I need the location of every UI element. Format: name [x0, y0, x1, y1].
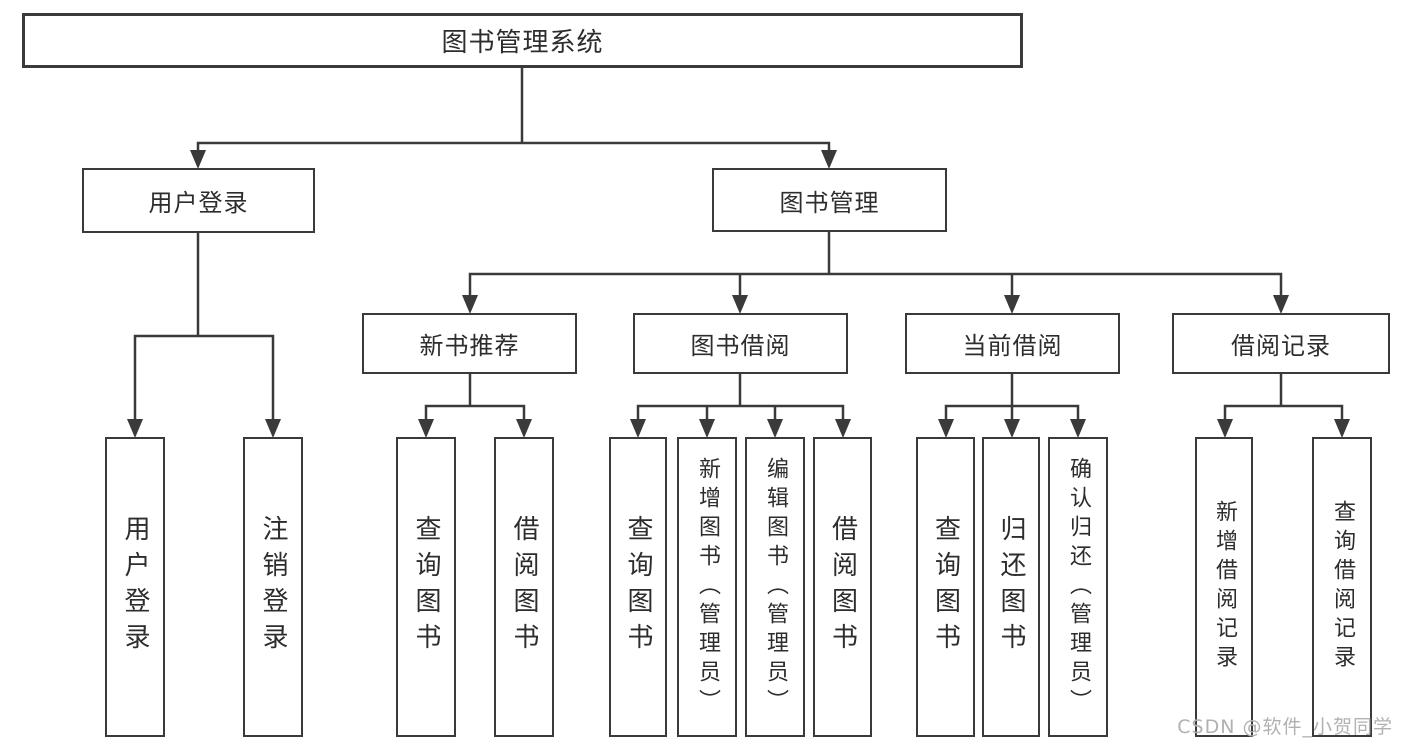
leaf-query-borrow-record: 查询借阅记录 — [1312, 437, 1372, 737]
leaf-logout: 注销登录 — [243, 437, 303, 737]
leaf-user-login: 用户登录 — [105, 437, 165, 737]
leaf-add-books-admin: 新增图书（管理员） — [677, 437, 737, 737]
leaf-add-borrow-record: 新增借阅记录 — [1195, 437, 1253, 737]
leaf-return-books: 归还图书 — [982, 437, 1040, 737]
leaf-confirm-return-admin: 确认归还（管理员） — [1048, 437, 1108, 737]
node-book-management: 图书管理 — [712, 168, 947, 232]
leaf-query-books-recommend: 查询图书 — [396, 437, 456, 737]
leaf-query-books-current: 查询图书 — [916, 437, 975, 737]
node-root-library-system: 图书管理系统 — [22, 13, 1023, 68]
leaf-edit-books-admin: 编辑图书（管理员） — [745, 437, 805, 737]
leaf-borrow-books: 借阅图书 — [813, 437, 872, 737]
csdn-watermark: CSDN @软件_小贺同学 — [1177, 716, 1393, 738]
node-current-borrowing: 当前借阅 — [905, 313, 1120, 374]
leaf-borrow-books-recommend: 借阅图书 — [494, 437, 554, 737]
node-user-login: 用户登录 — [82, 168, 315, 233]
leaf-query-books-borrow: 查询图书 — [609, 437, 667, 737]
node-new-book-recommendation: 新书推荐 — [362, 313, 577, 374]
node-book-borrowing: 图书借阅 — [633, 313, 848, 374]
node-borrowing-records: 借阅记录 — [1172, 313, 1390, 374]
